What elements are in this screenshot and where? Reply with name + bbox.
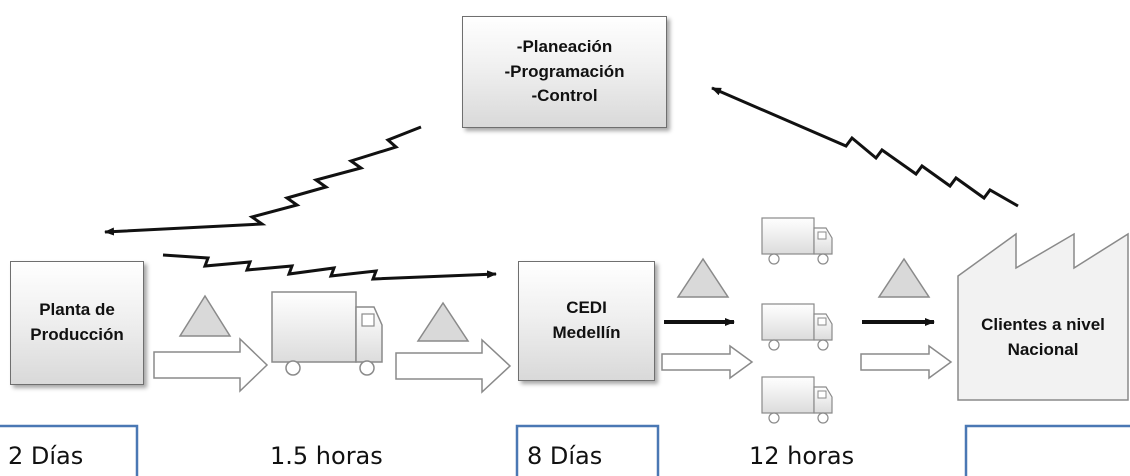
inventory-triangle-icon <box>416 301 470 342</box>
lightning-arrow-icon <box>104 125 422 236</box>
lightning-arrow-icon <box>711 86 1019 208</box>
truck-icon <box>761 303 833 351</box>
control-line: -Programación <box>504 61 625 81</box>
push-arrow-icon <box>153 337 269 393</box>
inventory-triangle-icon <box>676 257 730 298</box>
customers-label: Clientes a nivel <box>981 315 1105 335</box>
inventory-triangle-icon <box>877 257 931 298</box>
cedi-box: CEDI Medellín <box>518 261 655 381</box>
customers-label: Nacional <box>1007 340 1079 359</box>
inventory-triangle-icon <box>178 294 232 337</box>
cedi-label: Medellín <box>552 323 621 342</box>
push-arrow-icon <box>395 338 512 394</box>
truck-icon <box>761 376 833 424</box>
cedi-label: CEDI <box>566 298 607 318</box>
plant-label: Producción <box>30 325 124 344</box>
timeline <box>0 424 1130 476</box>
lightning-arrow-icon <box>162 253 497 281</box>
push-arrow-icon <box>860 344 953 380</box>
control-line: -Planeación <box>516 37 613 57</box>
planning-control-box: -Planeación -Programación -Control <box>462 16 667 128</box>
plant-box: Planta de Producción <box>10 261 144 385</box>
control-line: -Control <box>531 86 598 106</box>
factory-icon <box>957 232 1129 401</box>
customers-box: Clientes a nivel Nacional <box>958 276 1128 400</box>
timeline-label-transport: 1.5 horas <box>270 442 383 470</box>
timeline-label-distribution: 12 horas <box>749 442 854 470</box>
truck-icon <box>761 217 833 265</box>
push-arrow-icon <box>661 344 754 380</box>
timeline-label-cedi: 8 Días <box>527 442 602 470</box>
plant-label: Planta de <box>39 300 115 320</box>
timeline-label-plant: 2 Días <box>8 442 83 470</box>
truck-icon <box>271 291 383 376</box>
